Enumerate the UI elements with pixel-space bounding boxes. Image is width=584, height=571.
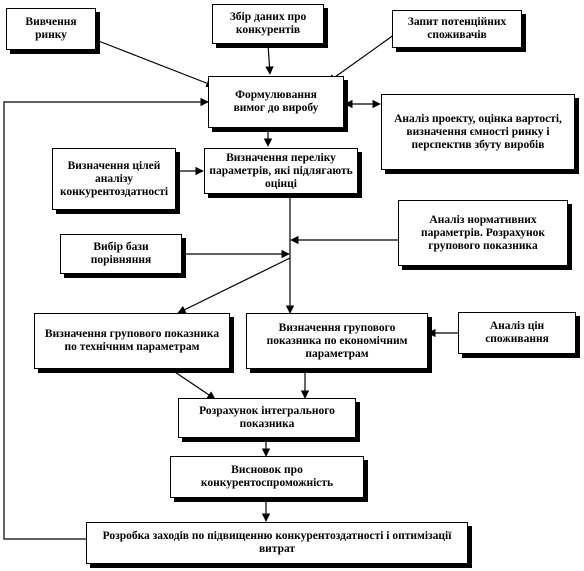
node-technical-index-label: Визначення групового показника по техніч… — [44, 328, 220, 353]
node-integral-index: Розрахунок інтегрального показника — [178, 398, 356, 438]
node-market-study: Вивчення ринку — [6, 8, 96, 50]
node-economic-index-label: Визначення групового показника по економ… — [266, 321, 408, 360]
node-improvement-measures: Розробка заходів по підвищенню конкурент… — [86, 522, 468, 564]
node-competitiveness-conclusion-label: Висновок про конкурентоспроможність — [200, 464, 334, 489]
node-consumer-survey: Запит потенційних споживачів — [392, 10, 522, 48]
node-technical-index: Визначення групового показника по техніч… — [34, 313, 230, 369]
node-competitor-data-label: Збір даних про конкурентів — [229, 11, 307, 36]
arrow-competitors-to-requirements — [265, 43, 274, 75]
node-normative-analysis: Аналіз нормативних параметрів. Розрахуно… — [398, 200, 568, 266]
node-product-requirements-label: Формулювання вимог до виробу — [233, 89, 319, 114]
node-competitiveness-conclusion: Висновок про конкурентоспроможність — [170, 456, 364, 498]
arrow-technical-to-integral — [171, 369, 216, 400]
node-comparison-base-label: Вибір бази порівняння — [90, 241, 152, 266]
node-parameter-list-label: Визначення переліку параметрів, які підл… — [209, 151, 353, 190]
arrow-survey-to-requirements — [327, 31, 399, 83]
node-improvement-measures-label: Розробка заходів по підвищенню конкурент… — [102, 530, 452, 555]
node-consumer-prices: Аналіз цін споживання — [458, 312, 576, 354]
node-normative-analysis-label: Аналіз нормативних параметрів. Розрахуно… — [420, 213, 546, 252]
node-parameter-list: Визначення переліку параметрів, які підл… — [204, 148, 358, 194]
node-analysis-goals: Визначення цілей аналізу конкурентоздатн… — [52, 148, 176, 210]
node-comparison-base: Вибір бази порівняння — [60, 234, 182, 274]
node-consumer-survey-label: Запит потенційних споживачів — [407, 16, 507, 41]
node-consumer-prices-label: Аналіз цін споживання — [485, 320, 549, 345]
node-competitor-data: Збір даних про конкурентів — [212, 4, 324, 44]
node-analysis-goals-label: Визначення цілей аналізу конкурентоздатн… — [59, 159, 169, 198]
arrow-market-to-requirements — [95, 39, 215, 88]
arrow-feedback-loop — [3, 97, 209, 540]
node-economic-index: Визначення групового показника по економ… — [246, 313, 428, 369]
node-product-requirements: Формулювання вимог до виробу — [208, 76, 344, 128]
node-project-analysis-label: Аналіз проекту, оцінка вартості, визначе… — [394, 112, 562, 151]
arrow-trunk-to-technical — [177, 257, 291, 314]
node-market-study-label: Вивчення ринку — [25, 16, 77, 41]
node-integral-index-label: Розрахунок інтегрального показника — [199, 405, 335, 430]
node-project-analysis: Аналіз проекту, оцінка вартості, визначе… — [381, 94, 575, 170]
